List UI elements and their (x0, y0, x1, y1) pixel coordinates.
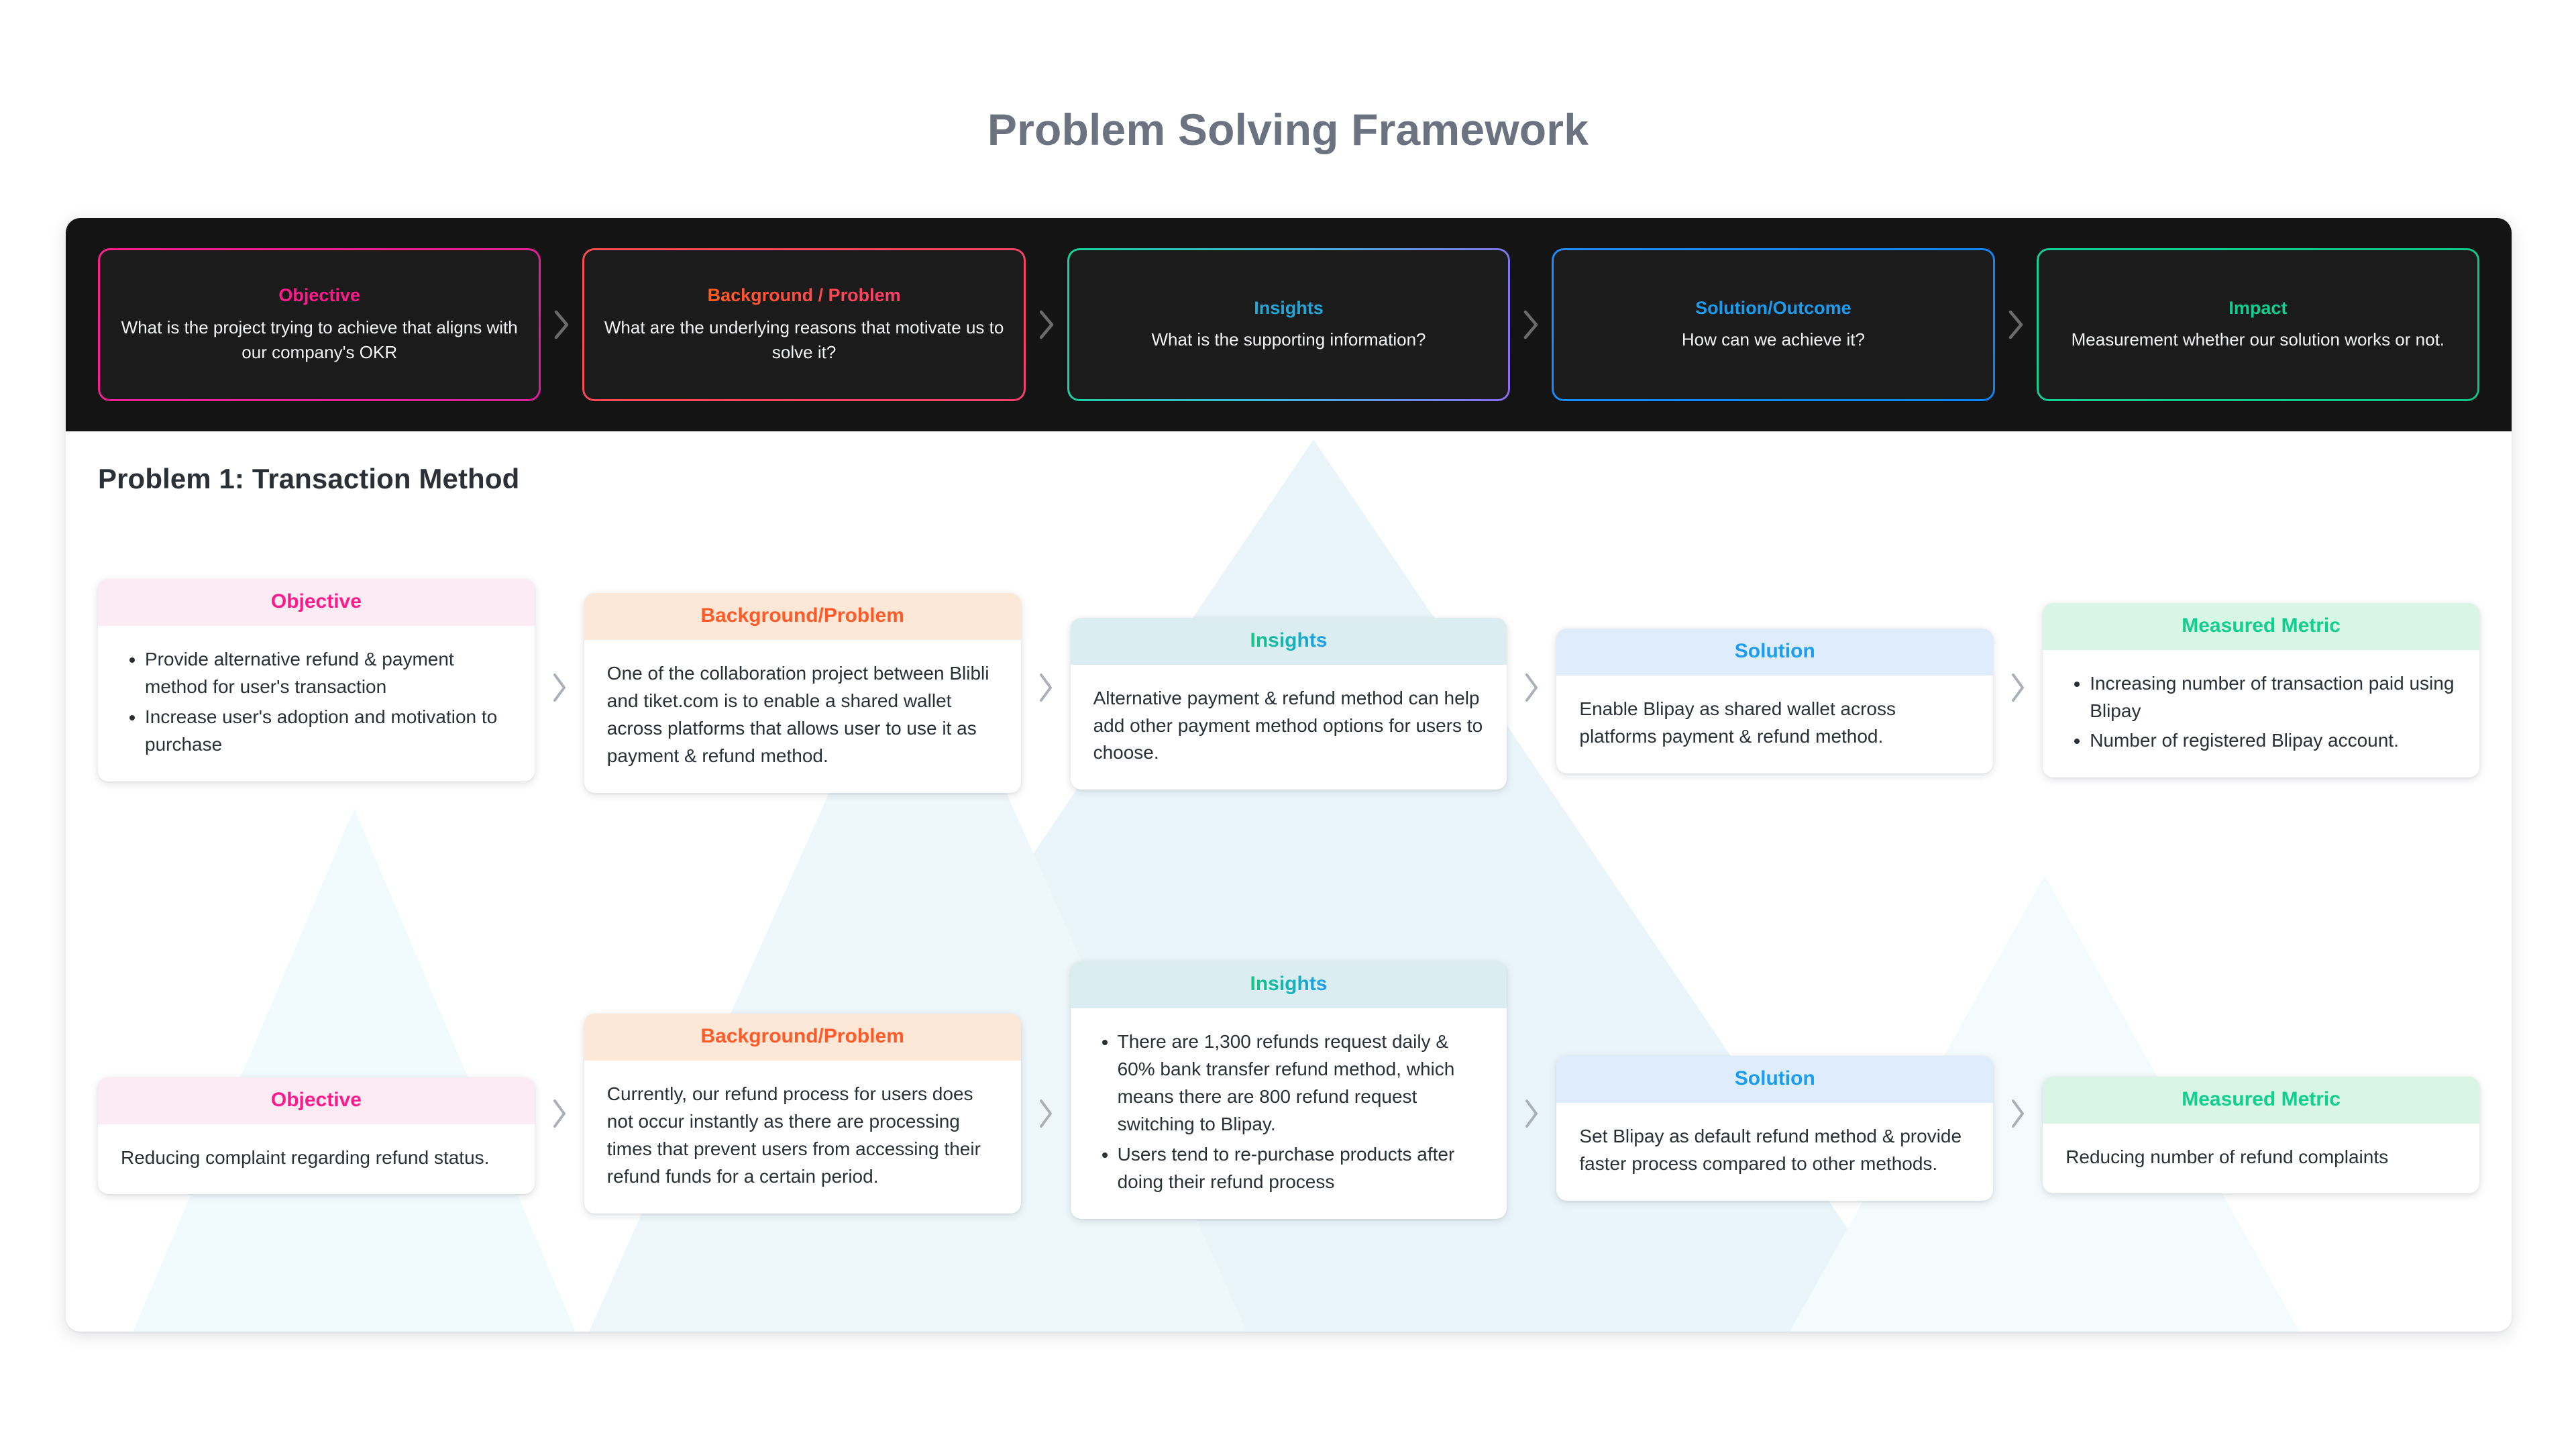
card-header-insights-p2: Insights (1070, 961, 1507, 1009)
card-text: Alternative payment & refund method can … (1093, 687, 1483, 763)
chevron-right-icon (1993, 1097, 2043, 1130)
card-header-background-problem-p1: Background/Problem (584, 593, 1021, 641)
chevron-right-icon (535, 672, 584, 704)
chevron-right-icon (1510, 309, 1552, 340)
cell-background-problem: Background/Problem Currently, our refund… (584, 1014, 1021, 1214)
card-objective-p2[interactable]: Objective Reducing complaint regarding r… (98, 1077, 535, 1195)
card-text: Reducing number of refund complaints (2065, 1146, 2389, 1167)
cell-objective: Objective Reducing complaint regarding r… (98, 1033, 535, 1195)
legend-desc-background-problem: What are the underlying reasons that mot… (604, 317, 1004, 362)
cell-measured-metric: Measured Metric Reducing number of refun… (2043, 1034, 2479, 1194)
legend-card-background-problem[interactable]: Background / Problem What are the underl… (582, 248, 1026, 401)
legend-title-solution-outcome: Solution/Outcome (1695, 297, 1851, 318)
chevron-right-icon (541, 309, 582, 340)
framework-legend-strip: Objective What is the project trying to … (66, 218, 2512, 431)
cell-measured-metric: Measured Metric Increasing number of tra… (2043, 598, 2479, 778)
card-text: Currently, our refund process for users … (606, 1083, 981, 1187)
list-item: Users tend to re-purchase products after… (1118, 1141, 1485, 1196)
card-measured-metric-p1[interactable]: Measured Metric Increasing number of tra… (2043, 602, 2479, 778)
bullet-list: There are 1,300 refunds request daily & … (1093, 1028, 1485, 1195)
chevron-right-icon (1507, 1097, 1556, 1130)
chevron-right-icon (535, 1097, 584, 1130)
legend-desc-impact: Measurement whether our solution works o… (2071, 329, 2445, 350)
card-header-insights-p1: Insights (1070, 617, 1507, 665)
card-body-insights-p1: Alternative payment & refund method can … (1071, 665, 1507, 790)
cell-solution: Solution Enable Blipay as shared wallet … (1556, 602, 1994, 773)
bullet-list: Increasing number of transaction paid us… (2065, 670, 2457, 755)
chevron-right-icon (1993, 672, 2043, 704)
card-body-measured-metric-p2: Reducing number of refund complaints (2043, 1124, 2479, 1194)
page-title: Problem Solving Framework (987, 105, 1589, 154)
chevron-right-icon (1021, 1097, 1071, 1130)
card-header-solution-p2: Solution (1556, 1056, 1994, 1104)
chevron-right-icon (1021, 672, 1071, 704)
card-header-objective-p1: Objective (98, 579, 535, 627)
card-body-objective-p2: Reducing complaint regarding refund stat… (98, 1124, 535, 1195)
card-background-problem-p1[interactable]: Background/Problem One of the collaborat… (584, 593, 1021, 793)
card-body-background-problem-p1: One of the collaboration project between… (584, 640, 1021, 793)
list-item: Number of registered Blipay account. (2090, 727, 2457, 755)
card-background-problem-p2[interactable]: Background/Problem Currently, our refund… (584, 1014, 1021, 1214)
card-body-solution-p1: Enable Blipay as shared wallet across pl… (1556, 676, 1993, 773)
card-text: Set Blipay as default refund method & pr… (1579, 1126, 1962, 1174)
card-header-measured-metric-p1: Measured Metric (2043, 602, 2479, 650)
card-body-solution-p2: Set Blipay as default refund method & pr… (1556, 1103, 1993, 1201)
chevron-right-icon (1995, 309, 2037, 340)
card-header-solution-p1: Solution (1556, 629, 1994, 676)
cell-insights: Insights Alternative payment & refund me… (1070, 586, 1507, 790)
bullet-list: Provide alternative refund & payment met… (121, 646, 512, 759)
legend-card-impact[interactable]: Impact Measurement whether our solution … (2036, 248, 2480, 401)
legend-title-background-problem: Background / Problem (708, 284, 901, 307)
legend-title-objective: Objective (278, 285, 360, 306)
card-header-objective-p2: Objective (98, 1077, 535, 1124)
chevron-right-icon (1026, 309, 1067, 340)
list-item: Increasing number of transaction paid us… (2090, 670, 2457, 725)
chevron-right-icon (1507, 672, 1556, 704)
legend-desc-solution-outcome: How can we achieve it? (1681, 329, 1865, 350)
legend-desc-objective: What is the project trying to achieve th… (121, 317, 518, 362)
cell-solution: Solution Set Blipay as default refund me… (1556, 1026, 1994, 1201)
list-item: Increase user's adoption and motivation … (145, 704, 512, 759)
card-body-objective-p1: Provide alternative refund & payment met… (98, 626, 535, 782)
card-insights-p1[interactable]: Insights Alternative payment & refund me… (1070, 617, 1507, 790)
legend-card-solution-outcome[interactable]: Solution/Outcome How can we achieve it? (1552, 248, 1995, 401)
card-body-measured-metric-p1: Increasing number of transaction paid us… (2043, 650, 2479, 778)
card-text: One of the collaboration project between… (606, 663, 989, 766)
card-text: Enable Blipay as shared wallet across pl… (1579, 698, 1896, 747)
card-solution-p2[interactable]: Solution Set Blipay as default refund me… (1556, 1056, 1994, 1201)
cell-objective: Objective Provide alternative refund & p… (98, 579, 535, 782)
legend-desc-insights: What is the supporting information? (1151, 329, 1426, 350)
cell-background-problem: Background/Problem One of the collaborat… (584, 582, 1021, 793)
list-item: Provide alternative refund & payment met… (145, 646, 512, 701)
legend-title-insights: Insights (1254, 297, 1324, 318)
legend-title-impact: Impact (2229, 297, 2288, 318)
card-header-background-problem-p2: Background/Problem (584, 1014, 1021, 1061)
card-body-insights-p2: There are 1,300 refunds request daily & … (1071, 1008, 1507, 1218)
list-item: There are 1,300 refunds request daily & … (1118, 1028, 1485, 1138)
legend-card-insights[interactable]: Insights What is the supporting informat… (1067, 248, 1511, 401)
problem-2-flow-row: Objective Reducing complaint regarding r… (98, 926, 2479, 1301)
card-header-measured-metric-p2: Measured Metric (2043, 1076, 2479, 1124)
card-insights-p2[interactable]: Insights There are 1,300 refunds request… (1070, 961, 1507, 1219)
problem-1-flow-row: Objective Provide alternative refund & p… (98, 533, 2479, 842)
card-solution-p1[interactable]: Solution Enable Blipay as shared wallet … (1556, 629, 1994, 773)
section-heading-problem-1: Problem 1: Transaction Method (98, 463, 520, 494)
framework-board: Objective What is the project trying to … (66, 218, 2512, 1332)
card-body-background-problem-p2: Currently, our refund process for users … (584, 1061, 1021, 1214)
card-measured-metric-p2[interactable]: Measured Metric Reducing number of refun… (2043, 1076, 2479, 1194)
legend-card-objective[interactable]: Objective What is the project trying to … (98, 248, 541, 401)
card-text: Reducing complaint regarding refund stat… (121, 1146, 490, 1168)
cell-insights: Insights There are 1,300 refunds request… (1070, 961, 1507, 1219)
card-objective-p1[interactable]: Objective Provide alternative refund & p… (98, 579, 535, 782)
